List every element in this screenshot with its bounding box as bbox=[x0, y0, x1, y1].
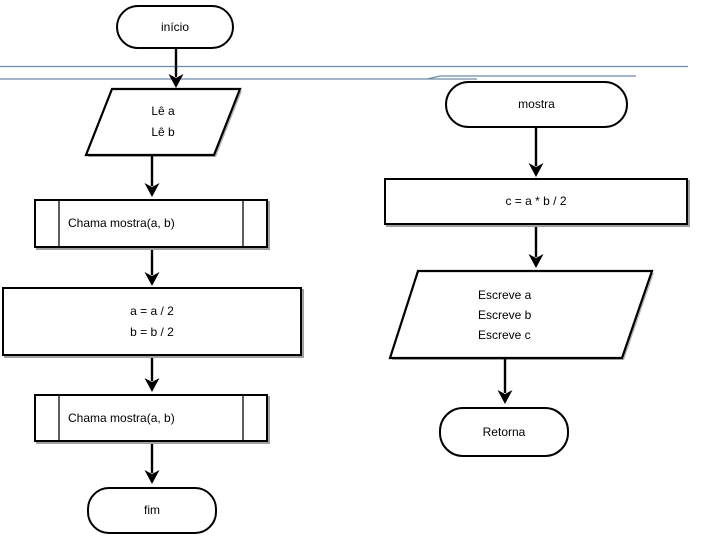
terminal-mostra-label: mostra bbox=[518, 97, 555, 111]
write-parallelogram-text: Escreve a Escreve b Escreve c bbox=[478, 271, 638, 358]
slide-rule-line-kink bbox=[426, 75, 441, 80]
read-line-1: Lê a bbox=[151, 104, 175, 118]
process-divide-text: a = a / 2 b = b / 2 bbox=[130, 301, 174, 343]
arrow-write-to-retorna bbox=[497, 359, 513, 404]
write-line-1: Escreve a bbox=[478, 287, 532, 302]
arrow-call1-to-process bbox=[144, 249, 160, 286]
read-line-2: Lê b bbox=[151, 125, 175, 139]
arrow-cprocess-to-write bbox=[528, 225, 544, 268]
terminal-inicio: início bbox=[116, 5, 234, 49]
terminal-fim-label: fim bbox=[144, 503, 160, 517]
terminal-mostra: mostra bbox=[445, 81, 628, 128]
terminal-fim: fim bbox=[87, 487, 217, 534]
predefined-call-mostra-2: Chama mostra(a, b) bbox=[34, 394, 268, 442]
read-parallelogram-text: Lê a Lê b bbox=[86, 89, 240, 155]
terminal-inicio-label: início bbox=[160, 19, 189, 34]
terminal-retorna-label: Retorna bbox=[482, 424, 526, 439]
process-rect-c-formula: c = a * b / 2 bbox=[384, 178, 688, 225]
predefined-left-bar bbox=[58, 396, 60, 440]
process-rect-divide: a = a / 2 b = b / 2 bbox=[2, 287, 302, 356]
arrow-read-to-call1 bbox=[144, 156, 160, 197]
predefined-left-bar bbox=[58, 201, 60, 246]
predefined-right-bar bbox=[242, 396, 244, 440]
arrow-call2-to-fim bbox=[144, 442, 160, 484]
predefined-call-1-label: Chama mostra(a, b) bbox=[68, 216, 175, 230]
predefined-right-bar bbox=[242, 201, 244, 246]
write-line-2: Escreve b bbox=[478, 307, 532, 322]
process-line-2: b = b / 2 bbox=[130, 324, 174, 339]
write-line-3: Escreve c bbox=[478, 327, 531, 342]
arrow-process-to-call2 bbox=[144, 356, 160, 392]
arrow-inicio-to-read bbox=[168, 49, 184, 88]
predefined-call-2-label: Chama mostra(a, b) bbox=[68, 410, 175, 425]
process-c-label: c = a * b / 2 bbox=[505, 194, 567, 208]
process-line-1: a = a / 2 bbox=[130, 303, 174, 318]
predefined-call-mostra-1: Chama mostra(a, b) bbox=[34, 199, 268, 248]
terminal-retorna: Retorna bbox=[439, 407, 569, 457]
arrow-mostra-to-cprocess bbox=[528, 128, 544, 177]
